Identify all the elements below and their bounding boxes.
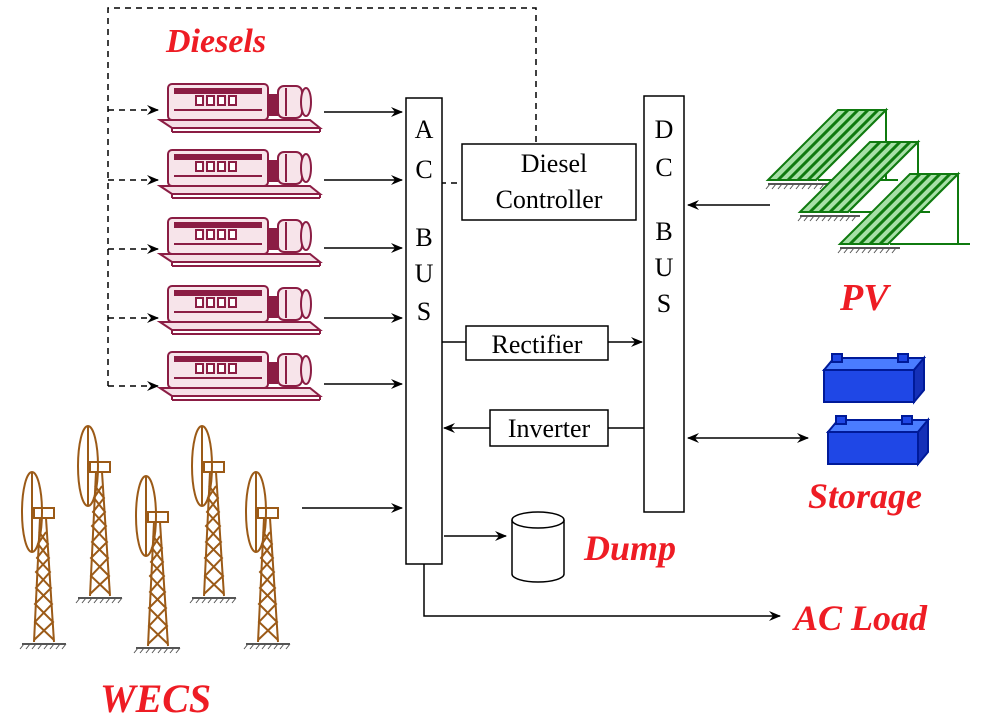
diesel-controller-box [461,143,637,221]
diesel-generator-5 [159,351,321,401]
diesel-controller-line1: Diesel [521,149,587,178]
wind-turbine-3 [133,475,181,654]
dc-bus-letter-u: U [655,253,674,282]
battery-1 [823,353,925,403]
storage-label: Storage [808,476,922,516]
pv-label: PV [839,277,891,319]
diesel-controller-line2: Controller [496,185,603,214]
ac-bus-letter-u: U [415,259,434,288]
wind-turbine-5 [243,471,291,650]
diesel-to-acbus-arrows [324,107,403,389]
dump-label: Dump [583,528,676,568]
ac-bus-letter-b: B [415,223,432,252]
rectifier-label: Rectifier [492,330,583,359]
wind-turbine-4 [189,425,237,604]
dc-bus-letter-s: S [657,289,671,318]
diesel-generator-1 [159,83,321,133]
wind-turbine-2 [75,425,123,604]
dc-bus-letter-c: C [655,153,672,182]
dc-bus-letter-b: B [655,217,672,246]
diesel-control-dashed-line [107,7,537,391]
battery-2 [827,415,929,465]
ac-bus-letter-c: C [415,155,432,184]
dump-load-cylinder [511,511,565,583]
diesel-generator-3 [159,217,321,267]
dc-bus [643,95,685,513]
ac-bus [405,97,443,565]
dc-bus-letter-d: D [655,115,674,144]
ac-bus-letter-a: A [415,115,434,144]
wind-turbine-1 [19,471,67,650]
wecs-label: WECS [100,676,211,720]
acbus-to-acload-arrow [423,564,781,621]
ac-bus-letter-s: S [417,297,431,326]
diesel-generator-2 [159,149,321,199]
inverter-box [489,409,609,447]
inverter-label: Inverter [508,414,591,443]
rectifier-box [465,325,609,361]
diesels-label: Diesels [165,23,266,60]
ac-load-label: AC Load [792,598,928,638]
diesel-generator-4 [159,285,321,335]
